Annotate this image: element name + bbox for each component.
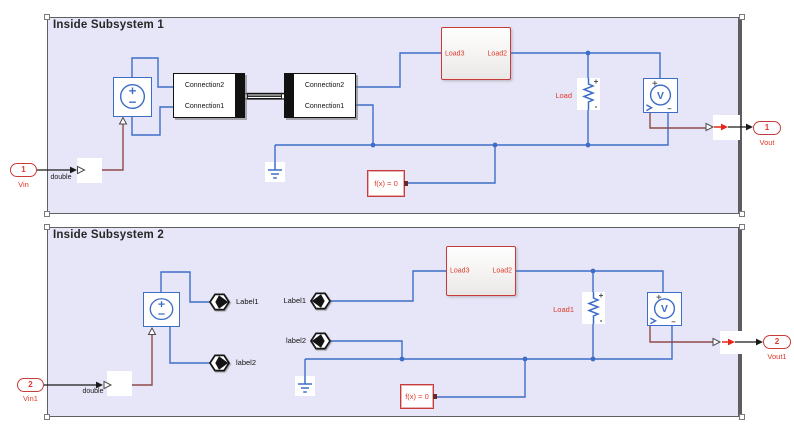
subsystem-1-title: Inside Subsystem 1 [53, 19, 164, 31]
conn-port-label: Connection1 [304, 103, 345, 110]
signal-type-label: double [82, 388, 104, 395]
solver-label: f(x) = 0 [374, 179, 398, 188]
solver-port [433, 394, 437, 399]
resize-handle[interactable] [739, 211, 745, 217]
physical-signal-wires[interactable] [102, 113, 713, 386]
voltage-sensor-block-1[interactable]: V [643, 78, 678, 113]
signal-wires[interactable] [37, 126, 756, 386]
connection-port-block-left-1[interactable]: Connection2 Connection1 [173, 73, 245, 118]
voltmeter-icon: V [650, 294, 676, 325]
solver-configuration-block-2[interactable]: f(x) = 0 [400, 384, 434, 409]
resistor-label: Load1 [553, 305, 574, 314]
load-port-right: Load2 [492, 267, 512, 275]
electrical-reference-block-1[interactable] [265, 162, 285, 182]
electrical-wires-subsystem-1[interactable] [131, 52, 669, 184]
voltage-source-block-2[interactable] [143, 292, 180, 327]
junction-dots [370, 50, 596, 362]
load-port-left: Load3 [450, 267, 470, 275]
goto-tag-label: Label1 [236, 297, 259, 306]
conn-port-label: Connection2 [184, 82, 225, 89]
voltmeter-icon: V [646, 80, 672, 112]
resize-handle[interactable] [739, 224, 745, 230]
connection-label-icon [309, 292, 332, 310]
connection-label-goto-1[interactable] [208, 293, 231, 316]
resize-handle[interactable] [739, 414, 745, 420]
connection-bar [235, 74, 244, 117]
inport-label: Vin1 [23, 394, 38, 403]
resize-handle[interactable] [44, 224, 50, 230]
arrowheads [70, 116, 763, 390]
electrical-reference-block-2[interactable] [295, 376, 315, 396]
load-subsystem-block-2[interactable]: Load3 Load2 [446, 246, 516, 296]
svg-text:V: V [661, 304, 668, 315]
voltage-source-block-1[interactable] [113, 77, 152, 117]
simulink-ps-converter-2[interactable] [107, 371, 132, 396]
outport-label: Vout1 [767, 352, 787, 361]
inport-block-2[interactable]: 2 [17, 378, 44, 392]
ground-icon [268, 162, 282, 179]
subsystem-2-title: Inside Subsystem 2 [53, 229, 164, 241]
conn-port-label: Connection2 [304, 82, 345, 89]
ground-icon [298, 376, 312, 393]
resistor-icon [581, 78, 598, 110]
voltage-sensor-block-2[interactable]: V [647, 292, 682, 326]
from-tag-label: label2 [285, 336, 306, 345]
connection-label-icon [208, 354, 231, 372]
goto-tag-label: label2 [236, 358, 257, 367]
outport-block-1[interactable]: 1 [753, 121, 781, 135]
voltage-source-icon [119, 83, 146, 110]
inport-number: 1 [21, 165, 26, 174]
outport-label: Vout [759, 138, 775, 147]
inport-label: Vin [18, 180, 29, 189]
resize-handle[interactable] [44, 211, 50, 217]
resistor-block-2[interactable] [582, 292, 605, 324]
electrical-wires-subsystem-2[interactable] [160, 270, 673, 398]
resize-handle[interactable] [739, 14, 745, 20]
solver-label: f(x) = 0 [405, 392, 429, 401]
signal-type-label: double [50, 174, 72, 181]
connection-port-block-right-1[interactable]: Connection2 Connection1 [284, 73, 356, 118]
connection-label-goto-2[interactable] [208, 354, 231, 377]
load-port-left: Load3 [445, 50, 465, 57]
resize-handle[interactable] [44, 414, 50, 420]
outport-block-2[interactable]: 2 [763, 335, 791, 349]
resistor-block-1[interactable] [577, 78, 600, 110]
inport-number: 2 [28, 380, 33, 389]
outport-number: 1 [764, 123, 770, 132]
connection-bar [285, 74, 294, 117]
solver-configuration-block-1[interactable]: f(x) = 0 [367, 170, 405, 197]
resistor-label: Load [555, 91, 572, 100]
connection-label-icon [208, 293, 231, 311]
load-subsystem-block-1[interactable]: Load3 Load2 [441, 27, 511, 80]
composite-connection[interactable] [242, 92, 287, 100]
resistor-icon [586, 292, 603, 324]
connection-label-from-1[interactable] [309, 292, 332, 315]
outport-number: 2 [774, 337, 780, 346]
voltage-source-icon [149, 298, 174, 321]
solver-port [404, 181, 408, 186]
resize-handle[interactable] [44, 14, 50, 20]
connection-label-icon [309, 332, 332, 350]
load-port-right: Load2 [487, 50, 507, 57]
connection-label-from-2[interactable] [309, 332, 332, 355]
svg-text:V: V [657, 91, 664, 102]
conn-port-label: Connection1 [184, 103, 225, 110]
from-tag-label: Label1 [283, 296, 306, 305]
inport-block-1[interactable]: 1 [10, 163, 37, 177]
